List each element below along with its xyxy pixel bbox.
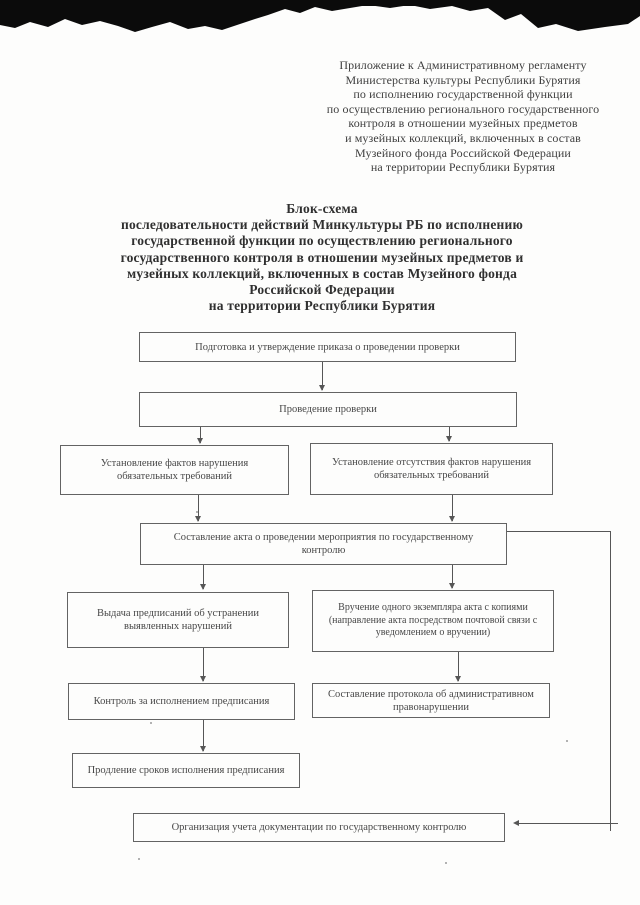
flow-node-admin-protocol: Составление протокола об административно… bbox=[312, 683, 550, 718]
flow-node-violations-found: Установление фактов нарушения обязательн… bbox=[60, 445, 289, 495]
scan-speck bbox=[138, 858, 140, 860]
document-title-line: музейных коллекций, включенных в состав … bbox=[126, 265, 518, 281]
flow-connector-right-top-segment bbox=[507, 531, 611, 532]
flow-node-label: Продление сроков исполнения предписания bbox=[87, 765, 285, 776]
document-title-line: на территории Республики Бурятия bbox=[208, 298, 436, 314]
flow-node-label: Установление отсутствия фактов нарушения… bbox=[331, 457, 532, 481]
flow-arrow-prepare-to-inspection bbox=[319, 362, 325, 391]
flow-node-label: Подготовка и утверждение приказа о прове… bbox=[195, 341, 460, 353]
appendix-header-line: по осуществлению регионального государст… bbox=[326, 101, 600, 116]
flow-node-no-violations: Установление отсутствия фактов нарушения… bbox=[310, 443, 553, 495]
flow-arrow-delivery-to-protocol bbox=[455, 652, 461, 682]
flow-arrow-control-to-extension bbox=[200, 720, 206, 752]
flow-node-draw-up-act: Составление акта о проведении мероприяти… bbox=[140, 523, 507, 565]
flow-connector-right-vertical-segment bbox=[610, 531, 611, 831]
appendix-header-line: Музейного фонда Российской Федерации bbox=[355, 145, 571, 160]
flow-connector-right-bottom-arrow bbox=[513, 820, 618, 826]
flow-node-control-execution: Контроль за исполнением предписания bbox=[68, 683, 295, 720]
flow-node-label: Вручение одного экземпляра акта с копиям… bbox=[328, 602, 538, 639]
flow-arrow-inspection-to-no-violations bbox=[446, 427, 452, 442]
flow-node-label: Контроль за исполнением предписания bbox=[93, 696, 270, 707]
appendix-header-line: Приложение к Административному регламент… bbox=[339, 58, 587, 72]
appendix-header-line: на территории Республики Бурятия bbox=[370, 160, 556, 175]
appendix-header-line: контроля в отношении музейных предметов bbox=[348, 116, 578, 131]
document-title-line: Российской Федерации bbox=[249, 282, 395, 298]
flow-node-conduct-inspection: Проведение проверки bbox=[139, 392, 517, 427]
scan-speck bbox=[196, 511, 198, 513]
flow-node-extend-terms: Продление сроков исполнения предписания bbox=[72, 753, 300, 788]
flow-node-label: Организация учета документации по госуда… bbox=[171, 822, 467, 833]
flow-node-label: Выдача предписаний об устранении выявлен… bbox=[96, 608, 259, 632]
flow-node-deliver-act-copy: Вручение одного экземпляра акта с копиям… bbox=[312, 590, 554, 652]
document-title-line: Блок-схема bbox=[286, 201, 358, 216]
document-title: Блок-схема последовательности действий М… bbox=[42, 201, 602, 314]
scan-artifact-strip bbox=[0, 0, 640, 40]
appendix-header-line: Министерства культуры Республики Бурятия bbox=[345, 72, 581, 87]
flow-node-label: Составление протокола об административно… bbox=[328, 688, 534, 713]
flow-node-label: Установление фактов нарушения обязательн… bbox=[100, 458, 249, 482]
flow-arrow-no-violations-to-act bbox=[449, 495, 455, 522]
flow-node-records-keeping: Организация учета документации по госуда… bbox=[133, 813, 505, 842]
flow-arrow-act-to-delivery bbox=[449, 565, 455, 589]
flow-node-label: Проведение проверки bbox=[279, 404, 377, 415]
flow-node-issue-orders: Выдача предписаний об устранении выявлен… bbox=[67, 592, 289, 648]
appendix-header-line: по исполнению государственной функции bbox=[353, 87, 573, 102]
document-title-line: государственного контроля в отношении му… bbox=[120, 249, 524, 265]
document-title-line: последовательности действий Минкультуры … bbox=[120, 217, 524, 233]
flow-arrow-violations-to-act bbox=[195, 495, 201, 522]
flow-arrow-inspection-to-violations bbox=[197, 427, 203, 444]
flow-node-prepare-order: Подготовка и утверждение приказа о прове… bbox=[139, 332, 516, 362]
flow-node-label: Составление акта о проведении мероприяти… bbox=[173, 532, 474, 556]
flow-arrow-act-to-orders bbox=[200, 565, 206, 590]
scan-speck bbox=[445, 862, 447, 864]
flow-arrow-orders-to-control bbox=[200, 648, 206, 682]
document-title-line: государственной функции по осуществлению… bbox=[131, 233, 513, 249]
appendix-header-line: и музейных коллекций, включенных в соста… bbox=[345, 130, 581, 145]
scan-artifact-shape bbox=[0, 0, 640, 32]
scan-speck bbox=[150, 722, 152, 724]
appendix-header: Приложение к Административному регламент… bbox=[298, 58, 628, 175]
scan-speck bbox=[566, 740, 568, 742]
